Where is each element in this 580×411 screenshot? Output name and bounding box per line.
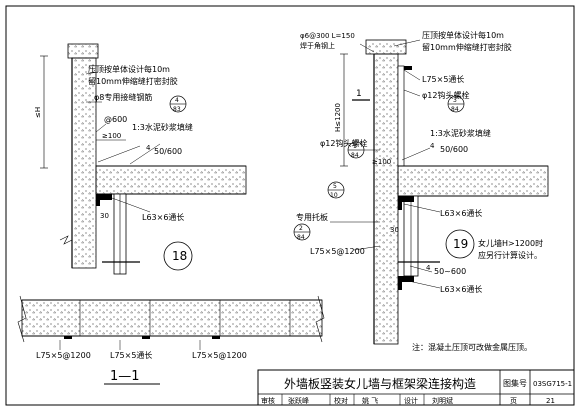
ref5-top-19: 2 bbox=[299, 225, 303, 232]
title-block: 外墙板竖装女儿墙与框架梁连接构造 图集号 03SG715-1 审核 张跃峰 校对… bbox=[257, 369, 575, 406]
slab-ref-18: 4 bbox=[146, 144, 151, 152]
section-panels bbox=[21, 299, 323, 337]
note-top-19-2: 留10mm伸缩缝打密封胶 bbox=[422, 42, 512, 52]
ref4-top-19: 5 bbox=[333, 183, 337, 190]
bolt-mid-19: φ12钩头螺栓 bbox=[320, 138, 367, 148]
review-label: 审核 bbox=[261, 396, 275, 405]
side-note-19-1: 女儿墙H>1200时 bbox=[478, 238, 543, 248]
mortar-note-19: 1:3水泥砂浆填缝 bbox=[430, 128, 491, 138]
ref-18-top: 4 bbox=[175, 97, 179, 104]
angle-long-18: L63×6通长 bbox=[142, 212, 184, 222]
detail-19-number: 19 bbox=[453, 237, 468, 251]
ref4-bottom-19: 10 bbox=[330, 192, 338, 199]
height-label-18: ≤H bbox=[34, 107, 42, 118]
slab-ref-19: 4 bbox=[430, 142, 435, 150]
ref5-bottom-19: 84 bbox=[297, 234, 305, 241]
page-number: 21 bbox=[546, 397, 555, 405]
angle-bottom-19: L75×5@1200 bbox=[310, 247, 365, 256]
anchor-note-19-1: φ6@300 L=150 bbox=[300, 32, 355, 40]
gap-label-19: ≥100 bbox=[372, 158, 391, 166]
detail-18: ≤H 4 83 压顶按单体设计每10m 留10mm伸缩缝打密封胶 φ8专用接缝钢… bbox=[34, 43, 247, 275]
note-top-18-1: 压顶按单体设计每10m bbox=[88, 64, 170, 74]
ref-bubble-19-c: 5 10 bbox=[327, 181, 345, 199]
ref2-bottom-19: 84 bbox=[451, 106, 459, 113]
section-title: 1—1 bbox=[110, 369, 140, 384]
angle-top-19: L75×5通长 bbox=[422, 74, 464, 84]
drawing-title: 外墙板竖装女儿墙与框架梁连接构造 bbox=[284, 376, 476, 391]
height-label-19: H≤1200 bbox=[334, 103, 342, 132]
check-name: 姚 飞 bbox=[362, 396, 378, 405]
coping-cap-19 bbox=[365, 39, 407, 55]
check-label: 校对 bbox=[334, 396, 348, 405]
section-angle-mid: L75×5通长 bbox=[110, 350, 152, 360]
review-name: 张跃峰 bbox=[288, 396, 309, 405]
note-top-19-1: 压顶按单体设计每10m bbox=[422, 30, 504, 40]
anchor-bar-18: φ8专用接缝钢筋 bbox=[94, 92, 152, 102]
slab-dim2-19: 50~600 bbox=[434, 267, 466, 276]
bolt-top-19: φ12钩头螺栓 bbox=[422, 90, 469, 100]
mortar-note-18: 1:3水泥砂浆填缝 bbox=[132, 122, 193, 132]
ref-bubble-19-a: 3 84 bbox=[447, 95, 465, 113]
anchor-spacing-18: @600 bbox=[104, 115, 127, 124]
floor-slab-18 bbox=[95, 165, 247, 195]
ref-18-bottom: 83 bbox=[173, 106, 181, 113]
angle-mid-19: L63×6通长 bbox=[440, 208, 482, 218]
design-label: 设计 bbox=[404, 396, 418, 405]
slab-dim-18: 50/600 bbox=[154, 147, 182, 156]
wall-panel-19 bbox=[373, 53, 399, 345]
ref3-top-19: 1 bbox=[353, 143, 357, 150]
detail-19-circle bbox=[445, 229, 475, 259]
anchor-note-19-2: 焊于角钢上 bbox=[300, 41, 335, 50]
slab-dim-19: 50/600 bbox=[440, 145, 468, 154]
floor-slab-19 bbox=[397, 165, 549, 197]
concrete-note-19: 注：混凝土压顶可改做金属压顶。 bbox=[412, 342, 532, 352]
atlas-label: 图集号 bbox=[503, 378, 527, 388]
wall-panel-18 bbox=[71, 57, 97, 269]
ref-bubble-19-b: 1 84 bbox=[347, 141, 365, 159]
gap-label-18: ≥100 bbox=[102, 132, 121, 140]
section-angle-left: L75×5@1200 bbox=[36, 351, 91, 360]
dim-30-19: 30 bbox=[390, 226, 399, 234]
dim-30-18: 30 bbox=[100, 212, 109, 220]
slab-ref2-19: 4 bbox=[426, 264, 431, 272]
note-top-18-2: 留10mm伸缩缝打密封胶 bbox=[88, 76, 178, 86]
detail-18-number: 18 bbox=[172, 249, 187, 263]
side-note-19-2: 应另行计算设计。 bbox=[478, 250, 542, 260]
section-mark-19: 1 bbox=[356, 89, 362, 99]
detail-19: H≤1200 1 3 84 bbox=[293, 30, 549, 352]
angle-long2-19: L63×6通长 bbox=[440, 284, 482, 294]
design-name: 刘明斌 bbox=[432, 396, 453, 405]
bracket-19: 专用托板 bbox=[296, 212, 328, 222]
ref2-top-19: 3 bbox=[453, 97, 457, 104]
ref-bubble-19-d: 2 84 bbox=[293, 223, 311, 241]
detail-18-circle bbox=[163, 241, 193, 271]
coping-cap-18 bbox=[67, 43, 99, 59]
section-1-1: L75×5@1200 L75×5通长 L75×5@1200 1—1 bbox=[17, 295, 325, 385]
section-angle-right: L75×5@1200 bbox=[192, 351, 247, 360]
atlas-number: 03SG715-1 bbox=[533, 380, 572, 388]
page-label: 页 bbox=[510, 397, 517, 405]
ref3-bottom-19: 84 bbox=[351, 152, 359, 159]
